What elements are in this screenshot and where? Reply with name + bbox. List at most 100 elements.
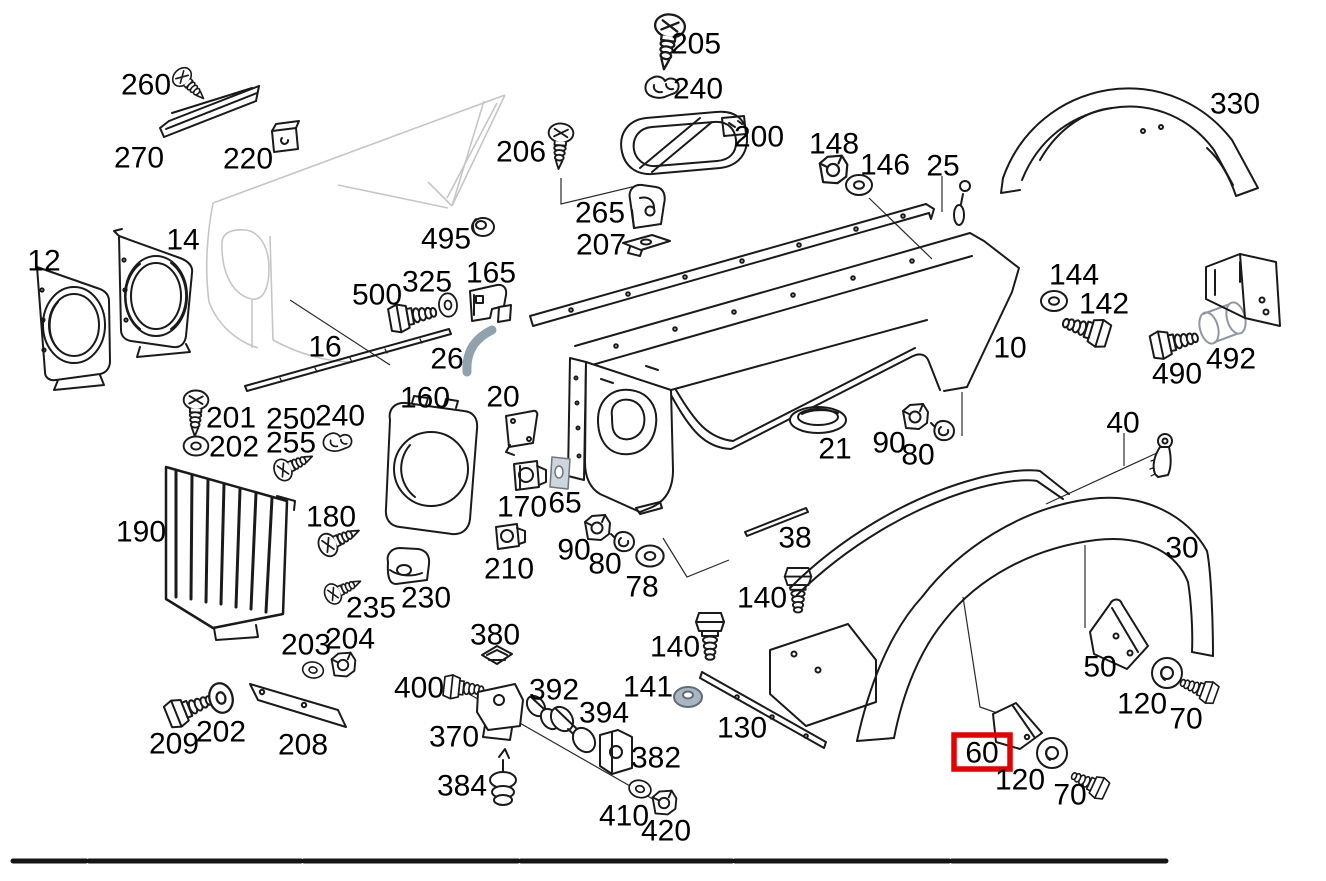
part-label-208[interactable]: 208: [278, 729, 328, 762]
part-art-30: [856, 496, 1214, 742]
part-label-203[interactable]: 203: [281, 629, 331, 662]
part-label-165[interactable]: 165: [466, 257, 516, 290]
part-art-corner-bracket: [1205, 253, 1281, 327]
part-label-206[interactable]: 206: [496, 136, 546, 169]
part-label-490[interactable]: 490: [1152, 358, 1202, 391]
part-art-16: [244, 328, 452, 392]
part-label-25[interactable]: 25: [926, 150, 959, 183]
part-label-202[interactable]: 202: [209, 431, 259, 464]
part-art-170: [513, 460, 547, 491]
part-label-10[interactable]: 10: [993, 332, 1026, 365]
part-label-141[interactable]: 141: [623, 671, 673, 704]
part-art-190: [164, 465, 296, 641]
part-label-26[interactable]: 26: [430, 343, 463, 376]
part-art-384: [489, 748, 517, 806]
part-art-40: [1149, 433, 1173, 478]
part-art-208: [249, 683, 347, 728]
part-label-200[interactable]: 200: [734, 121, 784, 154]
part-label-16[interactable]: 16: [308, 331, 341, 364]
part-label-14[interactable]: 14: [166, 224, 199, 257]
part-label-250[interactable]: 250: [266, 403, 316, 436]
part-label-394[interactable]: 394: [579, 697, 629, 730]
part-art-50: [1089, 598, 1149, 670]
part-label-170[interactable]: 170: [497, 491, 547, 524]
part-label-400[interactable]: 400: [394, 672, 444, 705]
part-label-202[interactable]: 202: [196, 716, 246, 749]
part-label-235[interactable]: 235: [346, 592, 396, 625]
part-label-146[interactable]: 146: [860, 149, 910, 182]
part-label-40[interactable]: 40: [1106, 407, 1139, 440]
part-label-392[interactable]: 392: [529, 674, 579, 707]
part-label-500[interactable]: 500: [352, 279, 402, 312]
part-art-10: [567, 232, 1020, 515]
part-label-50[interactable]: 50: [1083, 651, 1116, 684]
part-label-380[interactable]: 380: [470, 619, 520, 652]
part-label-20[interactable]: 20: [486, 381, 519, 414]
part-art-26: [462, 325, 497, 377]
part-label-140[interactable]: 140: [650, 631, 700, 664]
part-label-148[interactable]: 148: [809, 128, 859, 161]
part-label-190[interactable]: 190: [116, 516, 166, 549]
part-label-140[interactable]: 140: [737, 582, 787, 615]
part-label-207[interactable]: 207: [576, 229, 626, 262]
part-art-210: [495, 523, 526, 550]
part-label-230[interactable]: 230: [401, 582, 451, 615]
part-label-260[interactable]: 260: [121, 69, 171, 102]
part-label-265[interactable]: 265: [575, 197, 625, 230]
part-label-255[interactable]: 255: [266, 427, 316, 460]
part-art-380: [481, 645, 513, 665]
part-art-14: [113, 228, 194, 358]
part-art-330: [1000, 87, 1259, 197]
part-label-201[interactable]: 201: [206, 402, 256, 435]
part-label-120[interactable]: 120: [995, 764, 1045, 797]
part-label-60-highlighted[interactable]: 60: [965, 737, 998, 770]
part-label-70[interactable]: 70: [1053, 779, 1086, 812]
part-art-492: [1198, 301, 1247, 345]
part-label-384[interactable]: 384: [437, 770, 487, 803]
part-label-370[interactable]: 370: [429, 721, 479, 754]
part-label-220[interactable]: 220: [223, 143, 273, 176]
part-label-38[interactable]: 38: [778, 522, 811, 555]
part-label-90[interactable]: 90: [557, 534, 590, 567]
part-label-142[interactable]: 142: [1079, 288, 1129, 321]
part-art-200: [620, 110, 749, 176]
part-label-160[interactable]: 160: [400, 382, 450, 415]
part-label-120[interactable]: 120: [1117, 688, 1167, 721]
part-label-204[interactable]: 204: [325, 623, 375, 656]
part-label-70[interactable]: 70: [1169, 703, 1202, 736]
part-art-141: [673, 686, 703, 708]
part-label-205[interactable]: 205: [671, 28, 721, 61]
part-art-220: [271, 120, 300, 153]
part-label-65[interactable]: 65: [548, 487, 581, 520]
part-art-rail: [529, 203, 935, 327]
part-label-180[interactable]: 180: [306, 501, 356, 534]
part-label-12[interactable]: 12: [27, 245, 60, 278]
part-art-60: [992, 702, 1043, 750]
part-label-210[interactable]: 210: [484, 553, 534, 586]
part-label-495[interactable]: 495: [421, 223, 471, 256]
part-label-420[interactable]: 420: [641, 815, 691, 848]
part-label-492[interactable]: 492: [1206, 343, 1256, 376]
part-label-330[interactable]: 330: [1210, 88, 1260, 121]
part-label-144[interactable]: 144: [1049, 259, 1099, 292]
part-label-21[interactable]: 21: [818, 433, 851, 466]
part-label-78[interactable]: 78: [625, 571, 658, 604]
part-label-270[interactable]: 270: [114, 142, 164, 175]
part-label-209[interactable]: 209: [149, 728, 199, 761]
part-label-240[interactable]: 240: [673, 73, 723, 106]
part-label-410[interactable]: 410: [599, 800, 649, 833]
part-label-30[interactable]: 30: [1165, 532, 1198, 565]
part-art-160: [384, 395, 479, 536]
part-label-325[interactable]: 325: [402, 266, 452, 299]
part-art-207: [622, 234, 671, 257]
part-label-80[interactable]: 80: [588, 548, 621, 581]
part-label-80[interactable]: 80: [901, 439, 934, 472]
part-art-12: [36, 266, 111, 391]
part-label-130[interactable]: 130: [717, 712, 767, 745]
part-label-382[interactable]: 382: [631, 742, 681, 775]
part-label-240[interactable]: 240: [315, 400, 365, 433]
part-art-382: [599, 729, 633, 775]
part-label-90[interactable]: 90: [872, 427, 905, 460]
